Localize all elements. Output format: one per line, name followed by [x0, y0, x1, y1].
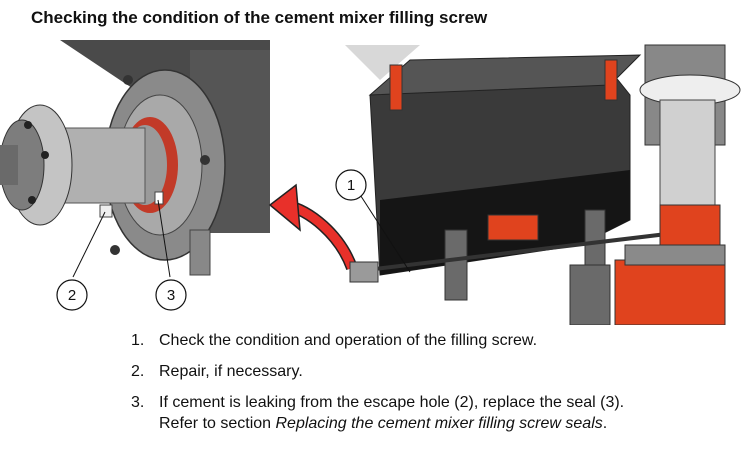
list-item: 2. Repair, if necessary. — [131, 361, 731, 382]
step-text-ref-prefix: Refer to section — [159, 415, 276, 432]
step-text-block: If cement is leaking from the escape hol… — [159, 392, 731, 434]
callout-2: 2 — [56, 279, 88, 311]
step-number: 2. — [131, 363, 145, 380]
step-number: 1. — [131, 332, 145, 349]
list-item: 3. If cement is leaking from the escape … — [131, 392, 731, 434]
detail-view — [0, 40, 270, 278]
machine-view — [345, 44, 741, 325]
callout-3-label: 3 — [167, 287, 175, 304]
step-text: If cement is leaking from the escape hol… — [159, 394, 625, 411]
section-reference: Replacing the cement mixer filling screw… — [275, 415, 603, 432]
step-text: Check the condition and operation of the… — [159, 332, 538, 349]
pointer-arrow — [268, 183, 358, 271]
page-title: Checking the condition of the cement mix… — [31, 8, 488, 27]
mixer-illustration: 2 3 1 — [0, 40, 741, 325]
step-text: Repair, if necessary. — [159, 363, 303, 380]
callout-3: 3 — [155, 279, 187, 311]
callout-2-label: 2 — [68, 287, 76, 304]
instruction-list: 1. Check the condition and operation of … — [131, 330, 731, 444]
callout-1-label: 1 — [347, 177, 355, 194]
step-number: 3. — [131, 394, 145, 411]
list-item: 1. Check the condition and operation of … — [131, 330, 731, 351]
callout-1: 1 — [335, 169, 367, 201]
step-text-end: . — [602, 415, 608, 432]
